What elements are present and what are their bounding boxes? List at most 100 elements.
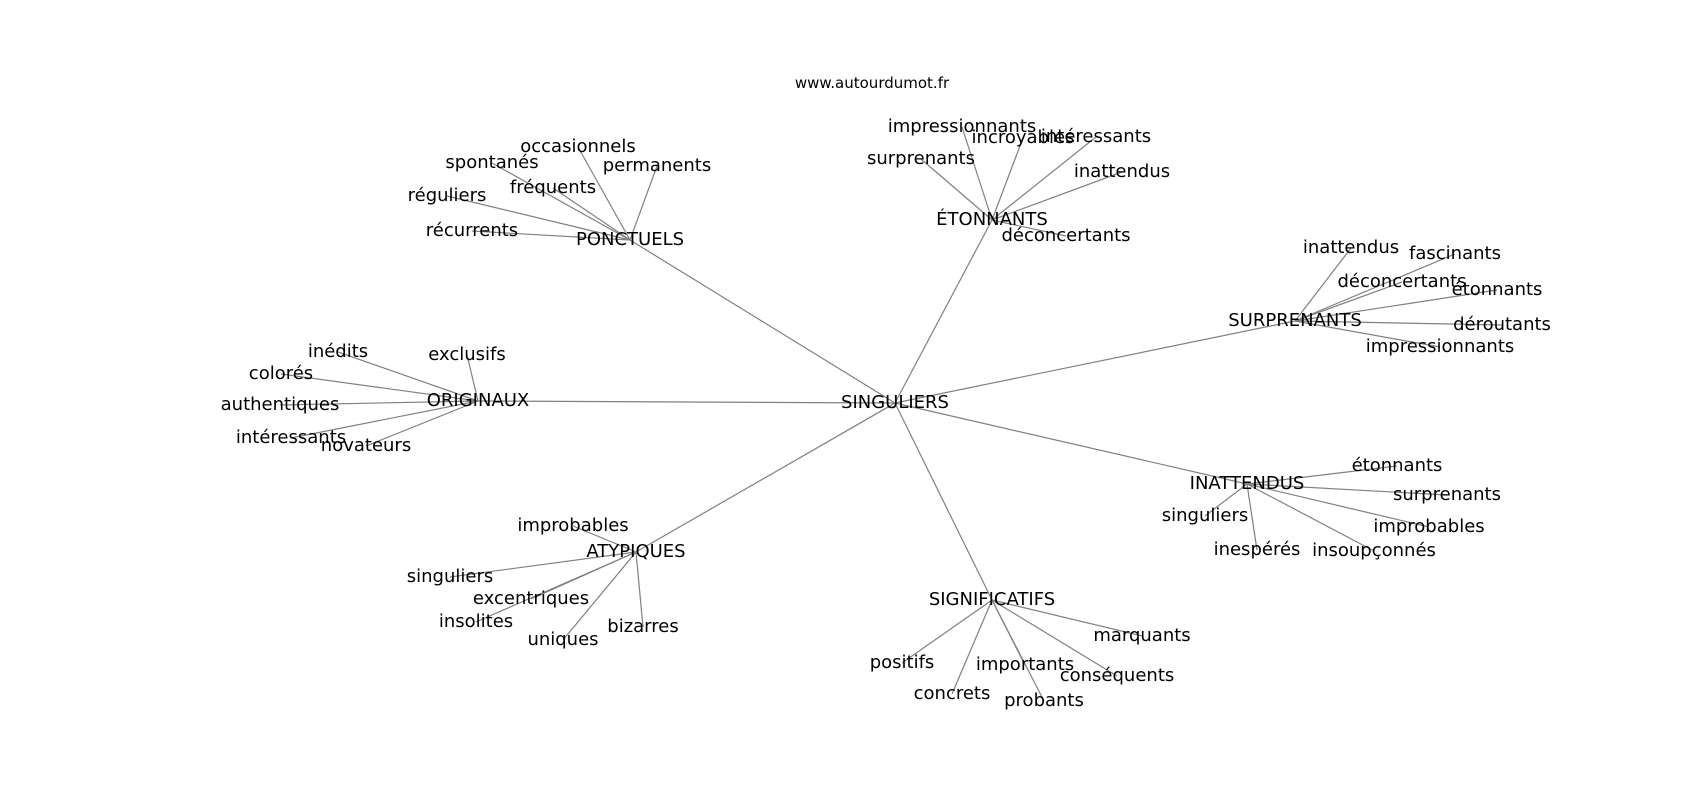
node-etonnants-child-3: surprenants (867, 148, 975, 169)
edge-ponctuels-5 (471, 230, 631, 241)
edge-significatifs-1 (901, 599, 993, 664)
node-group-surprenants: SURPRENANTS (1228, 310, 1362, 331)
edge-root-originaux (477, 400, 896, 404)
node-etonnants-child-4: inattendus (1074, 161, 1170, 182)
edge-significatifs-0 (991, 599, 1143, 637)
edge-root-etonnants (894, 219, 993, 404)
node-group-etonnants: ÉTONNANTS (936, 208, 1048, 230)
edge-significatifs-4 (951, 599, 993, 695)
node-significatifs-child-1: positifs (870, 652, 935, 673)
edge-inattendus-5 (1246, 483, 1375, 552)
node-atypiques-child-4: bizarres (607, 616, 678, 637)
node-group-inattendus: INATTENDUS (1190, 473, 1305, 494)
edge-root-ponctuels (629, 239, 896, 404)
watermark: www.autourdumot.fr (795, 74, 950, 92)
edge-inattendus-0 (1246, 465, 1398, 485)
edge-etonnants-0 (961, 126, 993, 221)
node-ponctuels-child-1: spontanés (445, 152, 538, 173)
edge-inattendus-2 (1204, 483, 1248, 517)
node-originaux-child-5: novateurs (321, 435, 411, 456)
edge-originaux-1 (466, 354, 479, 402)
node-originaux-child-0: inédits (308, 341, 368, 362)
node-significatifs-child-3: conséquents (1060, 665, 1175, 686)
node-etonnants-child-0: impressionnants (888, 116, 1037, 137)
edge-originaux-4 (290, 400, 479, 439)
node-surprenants-child-3: étonnants (1452, 279, 1543, 300)
node-ponctuels-child-4: réguliers (408, 185, 487, 206)
node-etonnants-child-1: incroyables (972, 127, 1075, 148)
node-inattendus-child-0: étonnants (1352, 455, 1443, 476)
edge-inattendus-3 (1246, 483, 1430, 528)
edge-significatifs-5 (991, 599, 1045, 702)
node-surprenants-child-2: déconcertants (1337, 271, 1466, 292)
edge-ponctuels-4 (446, 195, 631, 241)
edge-ponctuels-1 (491, 162, 631, 241)
edge-atypiques-3 (475, 551, 637, 623)
node-etonnants-child-2: intéressants (1041, 126, 1151, 147)
node-originaux-child-4: intéressants (236, 427, 346, 448)
edge-ponctuels-3 (552, 187, 631, 241)
edge-originaux-3 (279, 400, 479, 406)
node-atypiques-child-3: insolites (439, 611, 513, 632)
edge-atypiques-5 (562, 551, 637, 641)
edge-surprenants-4 (1294, 320, 1503, 326)
node-ponctuels-child-5: récurrents (426, 220, 518, 241)
edge-significatifs-3 (991, 599, 1118, 677)
node-surprenants-child-5: impressionnants (1366, 336, 1515, 357)
node-atypiques-child-2: excentriques (473, 588, 589, 609)
node-significatifs-child-2: importants (976, 654, 1074, 675)
node-originaux-child-2: colorés (249, 363, 313, 384)
node-inattendus-child-4: inespérés (1214, 539, 1301, 560)
node-atypiques-child-0: improbables (517, 515, 628, 536)
edge-etonnants-4 (991, 171, 1123, 221)
edge-atypiques-0 (572, 525, 637, 553)
node-inattendus-child-1: surprenants (1393, 484, 1501, 505)
edge-root-significatifs (894, 402, 993, 601)
edge-originaux-0 (337, 351, 479, 402)
node-group-atypiques: ATYPIQUES (586, 541, 685, 562)
node-surprenants-child-0: inattendus (1303, 237, 1399, 258)
edge-atypiques-4 (635, 551, 644, 628)
edge-originaux-2 (280, 373, 479, 402)
edge-etonnants-5 (991, 219, 1067, 237)
node-root: SINGULIERS (841, 392, 949, 413)
node-significatifs-child-5: probants (1004, 690, 1084, 711)
edge-root-surprenants (894, 320, 1296, 404)
edge-surprenants-2 (1294, 281, 1403, 322)
node-significatifs-child-0: marquants (1093, 625, 1190, 646)
node-ponctuels-child-3: fréquents (510, 177, 596, 198)
node-atypiques-child-1: singuliers (407, 566, 493, 587)
node-originaux-child-1: exclusifs (428, 344, 506, 365)
node-inattendus-child-5: insoupçonnés (1312, 540, 1436, 561)
node-group-ponctuels: PONCTUELS (576, 229, 684, 250)
edge-inattendus-1 (1246, 483, 1448, 496)
edge-etonnants-2 (991, 136, 1097, 221)
node-surprenants-child-4: déroutants (1453, 314, 1551, 335)
edge-root-atypiques (635, 402, 896, 553)
node-significatifs-child-4: concrets (914, 683, 991, 704)
edge-surprenants-3 (1294, 289, 1498, 322)
edge-etonnants-1 (991, 137, 1024, 221)
edge-originaux-5 (365, 400, 479, 447)
edge-surprenants-5 (1294, 320, 1441, 348)
edge-etonnants-3 (920, 158, 993, 221)
edge-surprenants-1 (1294, 253, 1456, 322)
node-atypiques-child-5: uniques (527, 629, 598, 650)
edge-root-inattendus (894, 402, 1248, 485)
edge-inattendus-4 (1246, 483, 1258, 551)
node-inattendus-child-3: improbables (1373, 516, 1484, 537)
edge-atypiques-1 (449, 551, 637, 578)
edge-surprenants-0 (1294, 247, 1352, 322)
node-group-significatifs: SIGNIFICATIFS (929, 589, 1055, 610)
node-surprenants-child-1: fascinants (1409, 243, 1501, 264)
graph-edges (279, 126, 1503, 702)
node-originaux-child-3: authentiques (221, 394, 340, 415)
node-etonnants-child-5: déconcertants (1001, 225, 1130, 246)
node-ponctuels-child-2: permanents (603, 155, 711, 176)
node-ponctuels-child-0: occasionnels (520, 136, 636, 157)
edge-ponctuels-0 (577, 146, 631, 241)
edge-ponctuels-2 (629, 165, 658, 241)
node-inattendus-child-2: singuliers (1162, 505, 1248, 526)
